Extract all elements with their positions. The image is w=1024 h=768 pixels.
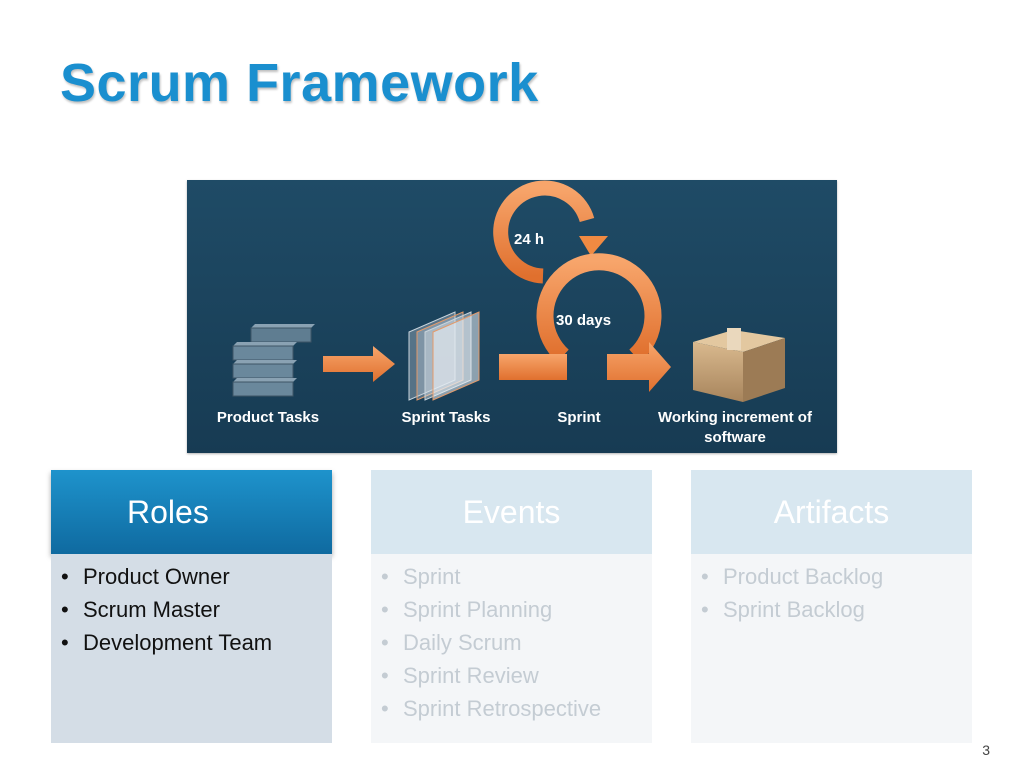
- roles-list: •Product Owner •Scrum Master •Developmen…: [51, 554, 332, 743]
- slide-title: Scrum Framework: [60, 53, 539, 113]
- artifacts-box[interactable]: Artifacts •Product Backlog •Sprint Backl…: [691, 470, 972, 743]
- roles-header[interactable]: Roles: [51, 470, 332, 554]
- sprint-cycle-icon: [499, 253, 671, 392]
- list-item: •Product Backlog: [701, 564, 884, 589]
- artifacts-header[interactable]: Artifacts: [691, 470, 972, 554]
- product-tasks-icon: [232, 324, 315, 397]
- package-icon: [693, 328, 785, 402]
- artifacts-list: •Product Backlog •Sprint Backlog: [691, 554, 972, 743]
- diagram-graphics: [232, 180, 785, 402]
- daily-cycle-icon: [493, 180, 608, 284]
- list-item: •Scrum Master: [61, 597, 220, 622]
- list-item: •Development Team: [61, 630, 273, 655]
- list-item: •Sprint Backlog: [701, 597, 865, 622]
- sprint-tasks-label: Sprint Tasks: [401, 409, 491, 426]
- sprint-cycle-label: 30 days: [556, 312, 612, 329]
- list-item: •Sprint Retrospective: [381, 696, 602, 721]
- sprint-tasks-icon: [408, 311, 480, 401]
- list-item: •Product Owner: [61, 564, 230, 589]
- events-list: •Sprint •Sprint Planning •Daily Scrum •S…: [371, 554, 652, 743]
- roles-box[interactable]: Roles •Product Owner •Scrum Master •Deve…: [51, 470, 332, 743]
- list-item: •Daily Scrum: [381, 630, 522, 655]
- list-item: •Sprint Planning: [381, 597, 553, 622]
- scrum-diagram: 24 h 30 days Product Tasks Sprint Tasks …: [187, 180, 837, 453]
- working-increment-label: Working increment of software: [658, 409, 812, 446]
- events-header[interactable]: Events: [371, 470, 652, 554]
- events-box[interactable]: Events •Sprint •Sprint Planning •Daily S…: [371, 470, 652, 743]
- arrow-to-sprint-tasks: [323, 346, 395, 382]
- page-number: 3: [982, 742, 990, 758]
- daily-cycle-label: 24 h: [514, 231, 545, 248]
- product-tasks-label: Product Tasks: [216, 409, 320, 426]
- list-item: •Sprint Review: [381, 663, 539, 688]
- list-item: •Sprint: [381, 564, 461, 589]
- sprint-label: Sprint: [557, 409, 601, 426]
